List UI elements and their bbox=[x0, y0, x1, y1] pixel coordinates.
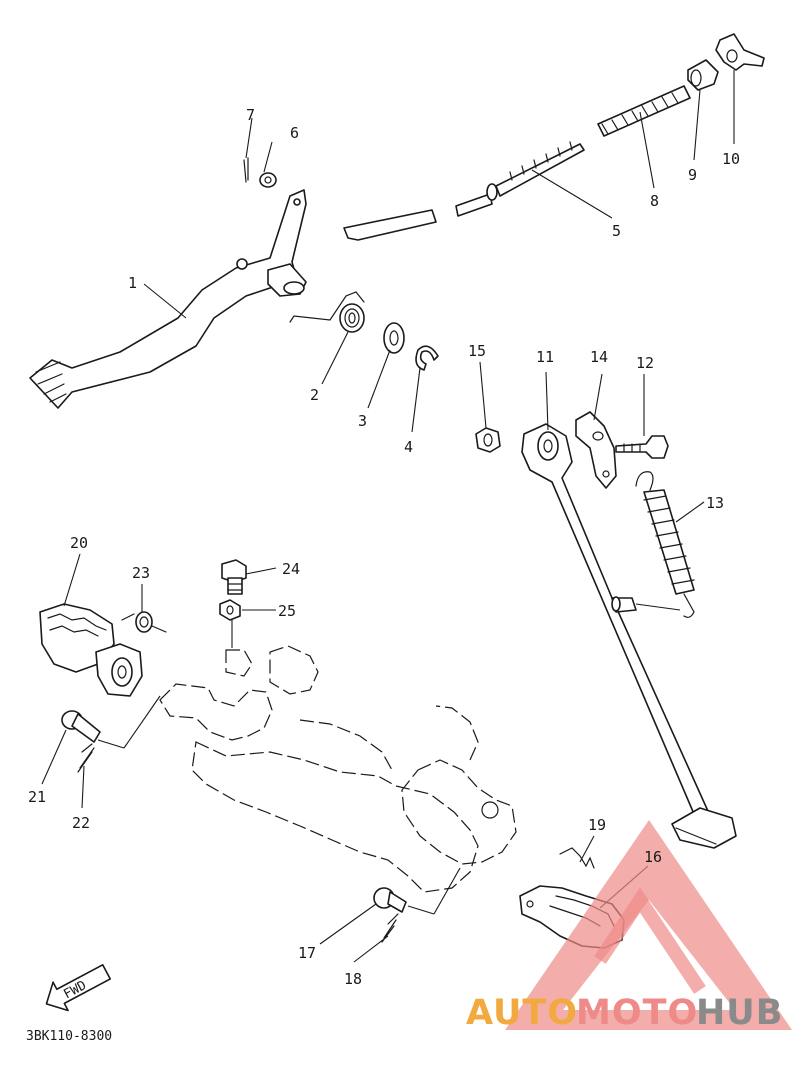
forward-arrow: FWD bbox=[45, 964, 112, 1012]
callout-21: 21 bbox=[28, 788, 46, 806]
brake-rod-spring-8 bbox=[597, 85, 691, 137]
callout-7: 7 bbox=[246, 106, 255, 124]
callout-22: 22 bbox=[72, 814, 90, 832]
callout-5: 5 bbox=[612, 222, 621, 240]
watermark-brand-moto: MOTO bbox=[576, 993, 698, 1033]
cotter-pin-22 bbox=[77, 743, 95, 773]
callout-9: 9 bbox=[688, 166, 697, 184]
sidestand-spring-13 bbox=[635, 471, 695, 618]
callout-18: 18 bbox=[344, 970, 362, 988]
return-spring-2 bbox=[289, 291, 365, 333]
pivot-bolt-12 bbox=[615, 435, 669, 459]
brake-rod-5 bbox=[343, 141, 585, 241]
callout-6: 6 bbox=[290, 124, 299, 142]
watermark-triangle bbox=[505, 820, 792, 1030]
cotter-pin-18 bbox=[381, 913, 399, 943]
sidestand-bracket-14 bbox=[575, 411, 617, 489]
callout-25: 25 bbox=[278, 602, 296, 620]
callout-11: 11 bbox=[536, 348, 554, 366]
footrest-20 bbox=[39, 603, 143, 697]
watermark-brand-hub: HUB bbox=[696, 993, 783, 1033]
adjusting-nut-10 bbox=[715, 33, 765, 71]
nut-15 bbox=[475, 427, 501, 453]
spring-hook-pin bbox=[611, 596, 681, 613]
spring-23 bbox=[121, 611, 167, 633]
watermark-brand-auto: AUTO bbox=[466, 993, 578, 1033]
cotter-pin-7 bbox=[243, 157, 249, 183]
frame-outline bbox=[159, 645, 517, 893]
watermark-logo: AUTO MOTO HUB bbox=[466, 820, 792, 1033]
sidestand-11 bbox=[521, 423, 737, 849]
brake-pedal bbox=[29, 189, 307, 409]
leader-lines bbox=[41, 70, 735, 963]
callout-14: 14 bbox=[590, 348, 608, 366]
callout-20: 20 bbox=[70, 534, 88, 552]
callout-3: 3 bbox=[358, 412, 367, 430]
callout-labels: 1 2 3 4 5 6 7 8 9 10 11 12 13 14 15 16 1… bbox=[28, 106, 740, 988]
washer-6 bbox=[259, 172, 277, 188]
nut-25 bbox=[219, 599, 241, 648]
callout-16: 16 bbox=[644, 848, 662, 866]
callout-4: 4 bbox=[404, 438, 413, 456]
circlip-4 bbox=[415, 345, 439, 371]
callout-2: 2 bbox=[310, 386, 319, 404]
callout-1: 1 bbox=[128, 274, 137, 292]
joint-9 bbox=[687, 59, 719, 91]
callout-15: 15 bbox=[468, 342, 486, 360]
callout-8: 8 bbox=[650, 192, 659, 210]
diagram-reference-code: 3BK110-8300 bbox=[26, 1029, 112, 1044]
callout-17: 17 bbox=[298, 944, 316, 962]
washer-3 bbox=[383, 322, 405, 354]
callout-19: 19 bbox=[588, 816, 606, 834]
callout-10: 10 bbox=[722, 150, 740, 168]
pin-17 bbox=[373, 867, 461, 915]
bolt-24 bbox=[221, 559, 247, 595]
callout-12: 12 bbox=[636, 354, 654, 372]
footrest-pin-21 bbox=[61, 695, 161, 749]
spring-19 bbox=[559, 847, 595, 869]
callout-24: 24 bbox=[282, 560, 300, 578]
callout-13: 13 bbox=[706, 494, 724, 512]
callout-23: 23 bbox=[132, 564, 150, 582]
